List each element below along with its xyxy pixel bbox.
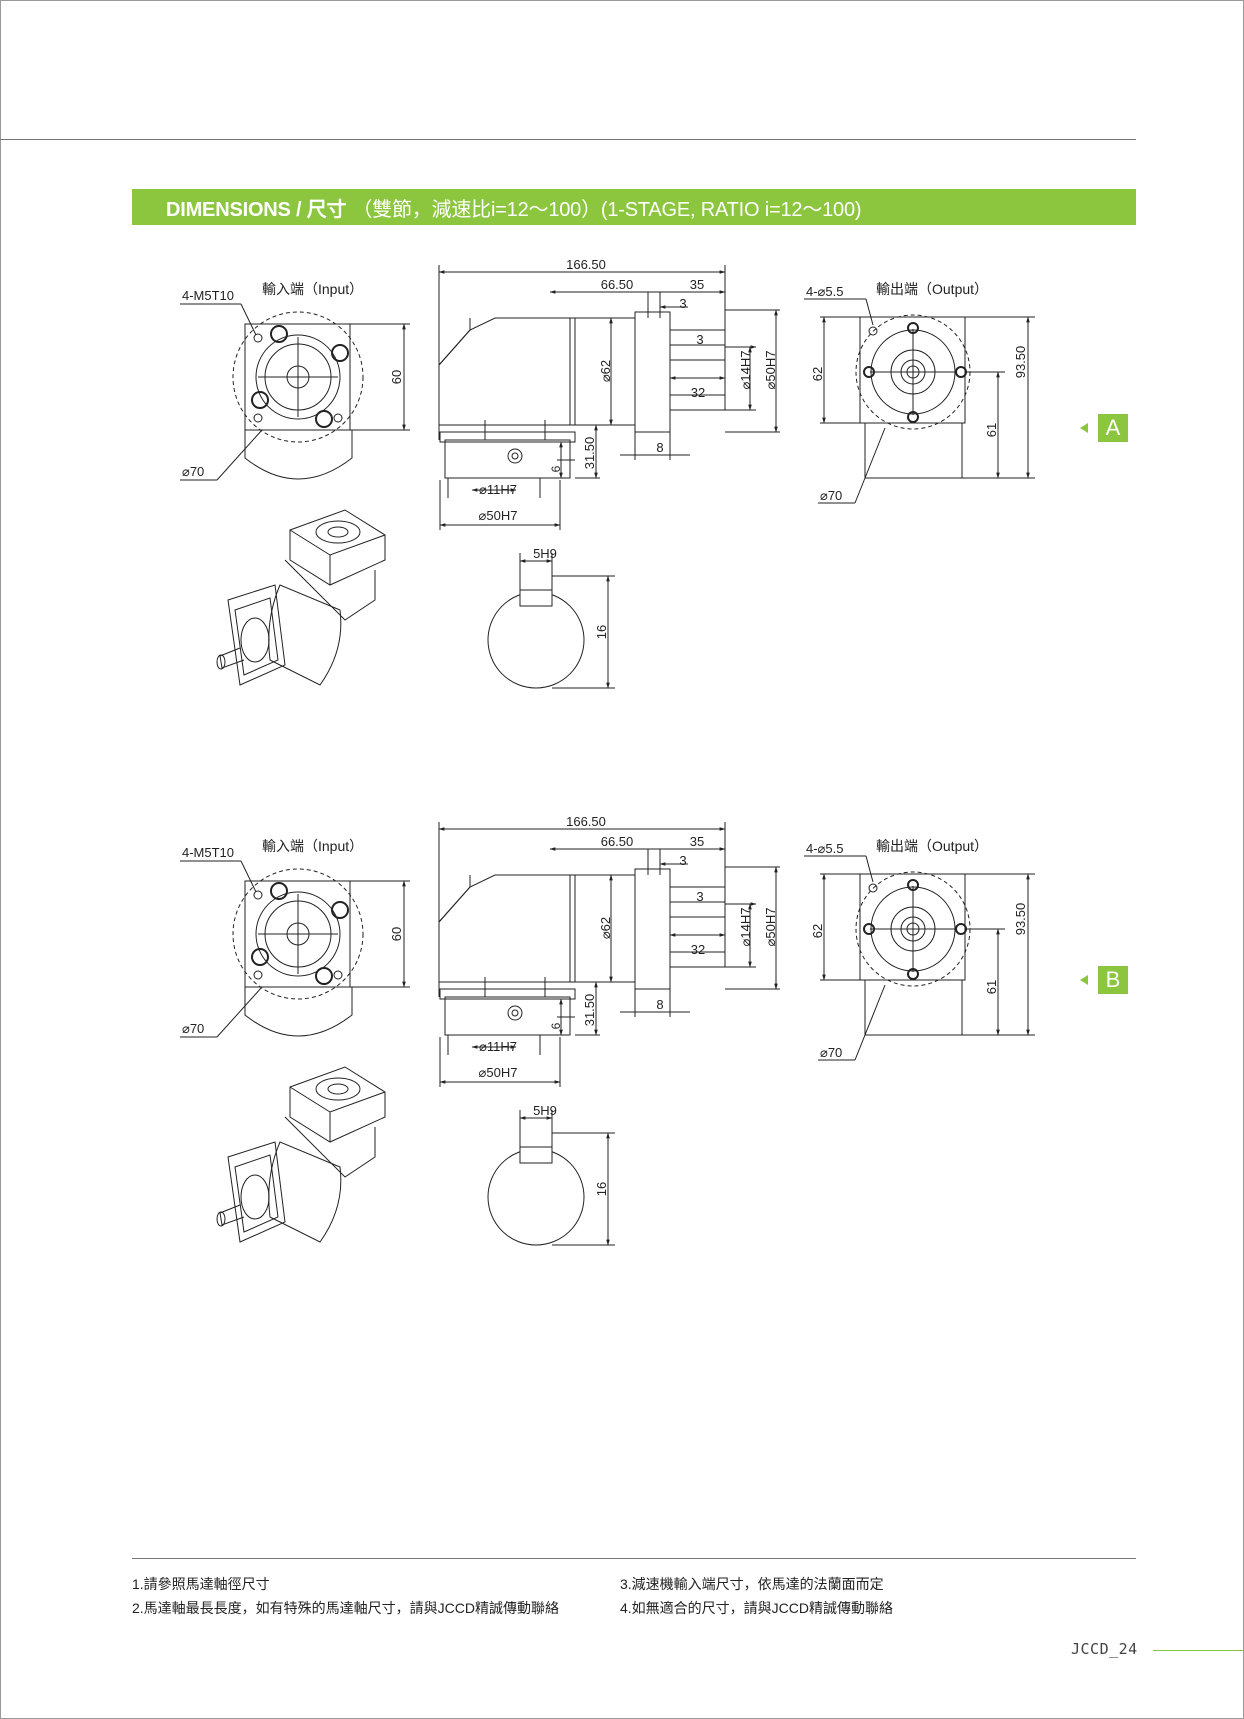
body-length-label: 66.50 (601, 277, 634, 292)
drawing-b (180, 822, 1035, 1245)
phi14-label: ⌀14H7 (738, 351, 753, 390)
output-label: 輸出端（Output） (876, 281, 988, 297)
key-width-label: 5H9 (533, 546, 557, 561)
bolt-input-label: 4-M5T10 (182, 845, 234, 860)
bolt-input-label: 4-M5T10 (182, 288, 234, 303)
step-3a-label: 3 (679, 296, 686, 311)
marker-b: B (1080, 966, 1128, 994)
bolt-output-label: 4-⌀5.5 (806, 284, 843, 299)
output-label: 輸出端（Output） (876, 838, 988, 854)
page-number: JCCD_24 (1071, 1640, 1138, 1658)
top-rule (0, 139, 1136, 140)
drawing-a-labels: 輸入端（Input） 4-M5T10 ⌀70 60 166.50 66.50 3… (182, 257, 1028, 639)
marker-a-label: A (1098, 414, 1128, 442)
step-3b-label: 3 (696, 889, 703, 904)
total-length-label: 166.50 (566, 814, 606, 829)
drawing-b-labels: 輸入端（Input） 4-M5T10 ⌀70 60 166.50 66.50 3… (182, 814, 1028, 1196)
phi50-in-label: ⌀50H7 (479, 1065, 518, 1080)
shaft-length-label: 35 (690, 834, 704, 849)
shaft-length-label: 35 (690, 277, 704, 292)
flange-8-label: 8 (656, 440, 663, 455)
phi11-label: ⌀11H7 (479, 1039, 517, 1054)
input-height-label: 60 (389, 927, 404, 941)
body-length-label: 66.50 (601, 834, 634, 849)
note-3: 3.減速機輸入端尺寸，依馬達的法蘭面而定 (620, 1576, 884, 1592)
out-93-label: 93.50 (1013, 346, 1028, 379)
out-62-label: 62 (810, 924, 825, 938)
drawing-a (180, 265, 1035, 688)
input-label: 輸入端（Input） (262, 838, 363, 854)
header-title-bold: DIMENSIONS / 尺寸 (166, 198, 347, 221)
section-header: DIMENSIONS / 尺寸 （雙節，減速比i=12～100）(1-STAGE… (132, 189, 1136, 225)
flange-8-label: 8 (656, 997, 663, 1012)
bolt-output-label: 4-⌀5.5 (806, 841, 843, 856)
marker-arrow-icon (1080, 975, 1088, 985)
phi50-out-label: ⌀50H7 (763, 351, 778, 390)
phi50-in-label: ⌀50H7 (479, 508, 518, 523)
pcd-input-label: ⌀70 (182, 1021, 204, 1036)
marker-arrow-icon (1080, 423, 1088, 433)
input-label: 輸入端（Input） (262, 281, 363, 297)
total-length-label: 166.50 (566, 257, 606, 272)
key-height-label: 16 (594, 1182, 609, 1196)
phi50-out-label: ⌀50H7 (763, 908, 778, 947)
marker-b-label: B (1098, 966, 1128, 994)
input-height-label: 60 (389, 370, 404, 384)
key-height-label: 16 (594, 625, 609, 639)
marker-a: A (1080, 414, 1128, 442)
step-3b-label: 3 (696, 332, 703, 347)
note-1: 1.請參照馬達軸徑尺寸 (132, 1576, 270, 1592)
phi62-label: ⌀62 (598, 917, 613, 939)
phi14-label: ⌀14H7 (738, 908, 753, 947)
h31-label: 31.50 (582, 994, 597, 1027)
step-3a-label: 3 (679, 853, 686, 868)
out-93-label: 93.50 (1013, 903, 1028, 936)
out-61-label: 61 (984, 980, 999, 994)
h31-label: 31.50 (582, 437, 597, 470)
shaft-32-label: 32 (691, 942, 705, 957)
h6-label: 6 (549, 465, 563, 472)
note-4: 4.如無適合的尺寸，請與JCCD精誠傳動聯絡 (620, 1600, 894, 1616)
pcd-input-label: ⌀70 (182, 464, 204, 479)
key-width-label: 5H9 (533, 1103, 557, 1118)
phi62-label: ⌀62 (598, 360, 613, 382)
h6-label: 6 (549, 1022, 563, 1029)
out-62-label: 62 (810, 367, 825, 381)
note-2: 2.馬達軸最長長度，如有特殊的馬達軸尺寸，請與JCCD精誠傳動聯絡 (132, 1600, 560, 1616)
out-61-label: 61 (984, 423, 999, 437)
pcd-output-label: ⌀70 (820, 488, 842, 503)
pcd-output-label: ⌀70 (820, 1045, 842, 1060)
page-number-rule (1153, 1650, 1243, 1651)
phi11-label: ⌀11H7 (479, 482, 517, 497)
bottom-rule (132, 1558, 1136, 1559)
shaft-32-label: 32 (691, 385, 705, 400)
header-title-rest: （雙節，減速比i=12～100）(1-STAGE, RATIO i=12～100… (352, 198, 862, 221)
